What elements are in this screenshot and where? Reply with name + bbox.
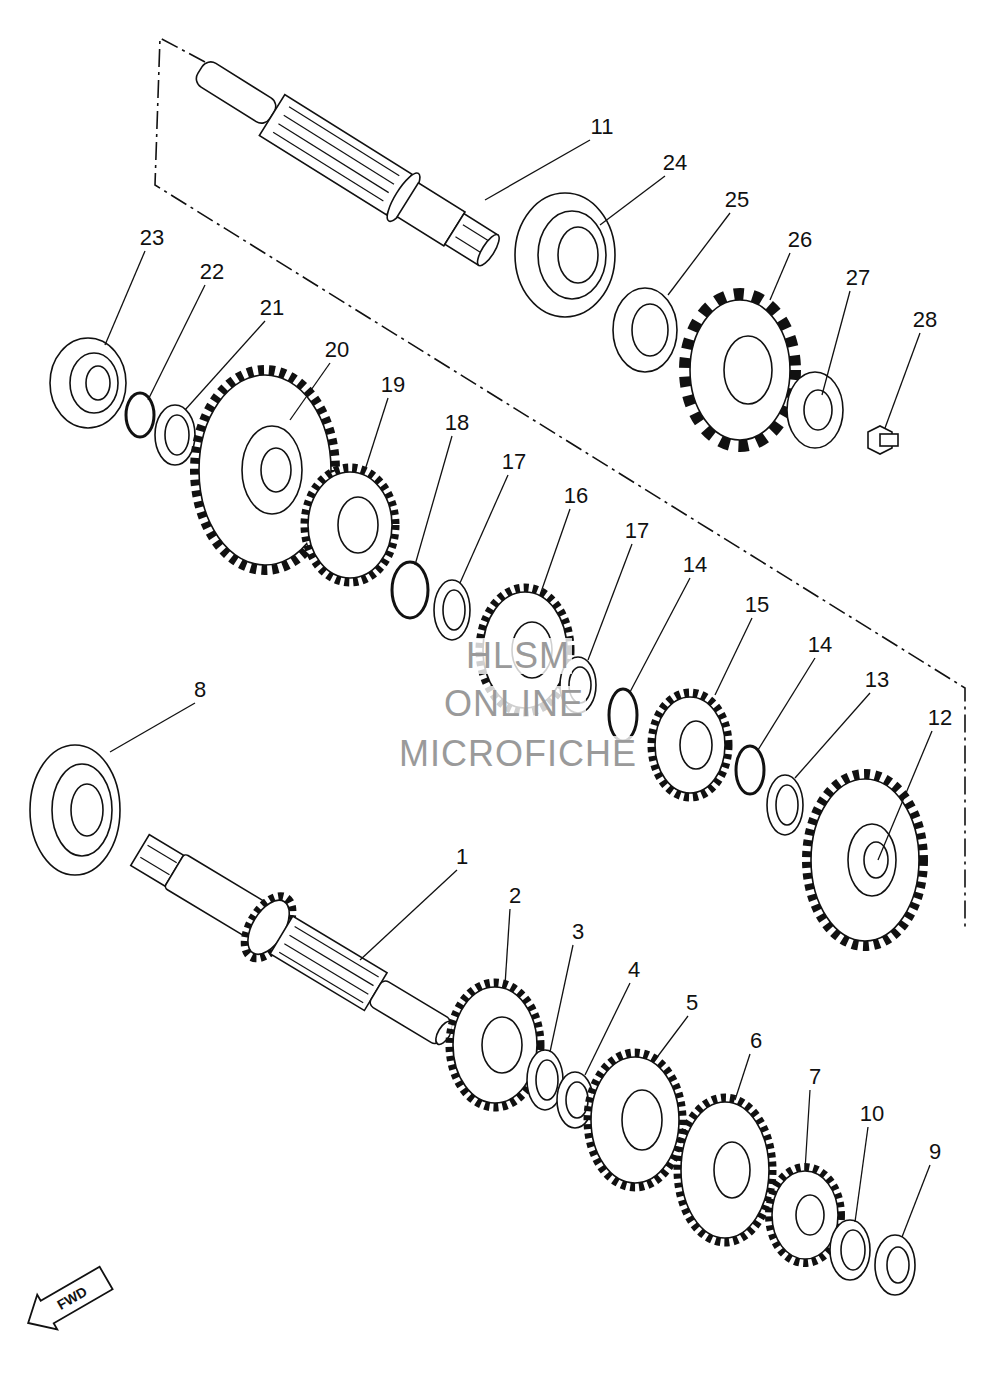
callout-number: 12	[926, 706, 954, 730]
callout-number: 1	[454, 845, 470, 869]
callout-number: 18	[443, 411, 471, 435]
callout-number: 16	[562, 484, 590, 508]
callout-number: 3	[570, 920, 586, 944]
watermark-text: ONLINE	[442, 686, 586, 722]
callout-number: 15	[743, 593, 771, 617]
callout-number: 5	[684, 991, 700, 1015]
callout-number: 20	[323, 338, 351, 362]
callout-number: 23	[138, 226, 166, 250]
callout-number: 2	[507, 884, 523, 908]
callout-number: 21	[258, 296, 286, 320]
callout-number: 17	[623, 519, 651, 543]
callout-number: 24	[661, 151, 689, 175]
callout-number: 14	[806, 633, 834, 657]
callout-number: 28	[911, 308, 939, 332]
callout-number: 4	[626, 958, 642, 982]
callout-number: 9	[927, 1140, 943, 1164]
callout-number: 19	[379, 373, 407, 397]
callout-number: 17	[500, 450, 528, 474]
callout-number: 13	[863, 668, 891, 692]
watermark-text: MICROFICHE	[397, 736, 639, 772]
callout-number: 26	[786, 228, 814, 252]
callout-number: 14	[681, 553, 709, 577]
callout-number: 8	[192, 678, 208, 702]
callout-number: 27	[844, 266, 872, 290]
callout-number: 10	[858, 1102, 886, 1126]
callout-number: 7	[807, 1065, 823, 1089]
callout-number: 11	[589, 115, 616, 139]
callout-number: 22	[198, 260, 226, 284]
callout-number: 25	[723, 188, 751, 212]
watermark-text: HLSM	[464, 638, 572, 674]
callout-number: 6	[748, 1029, 764, 1053]
